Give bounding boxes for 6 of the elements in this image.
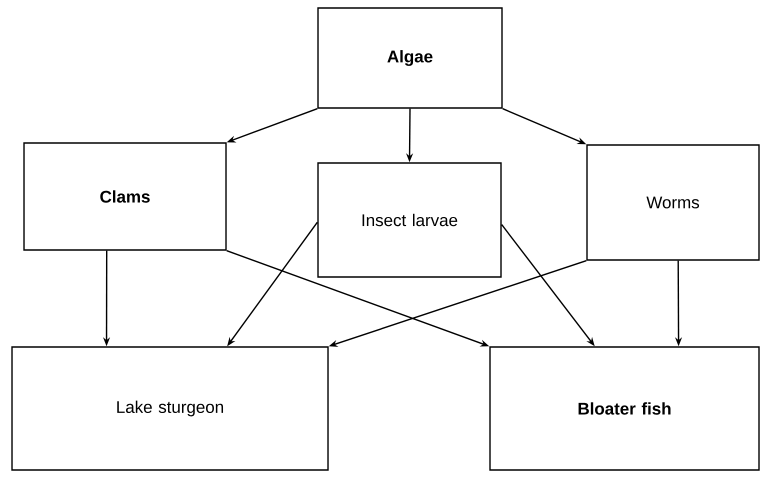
box: Algae (317, 7, 503, 109)
box: Insect larvae (317, 162, 502, 278)
box: Bloater fish (489, 346, 760, 471)
box: Clams (23, 142, 227, 251)
box: Worms (586, 144, 760, 261)
box: Lake sturgeon (11, 346, 329, 471)
